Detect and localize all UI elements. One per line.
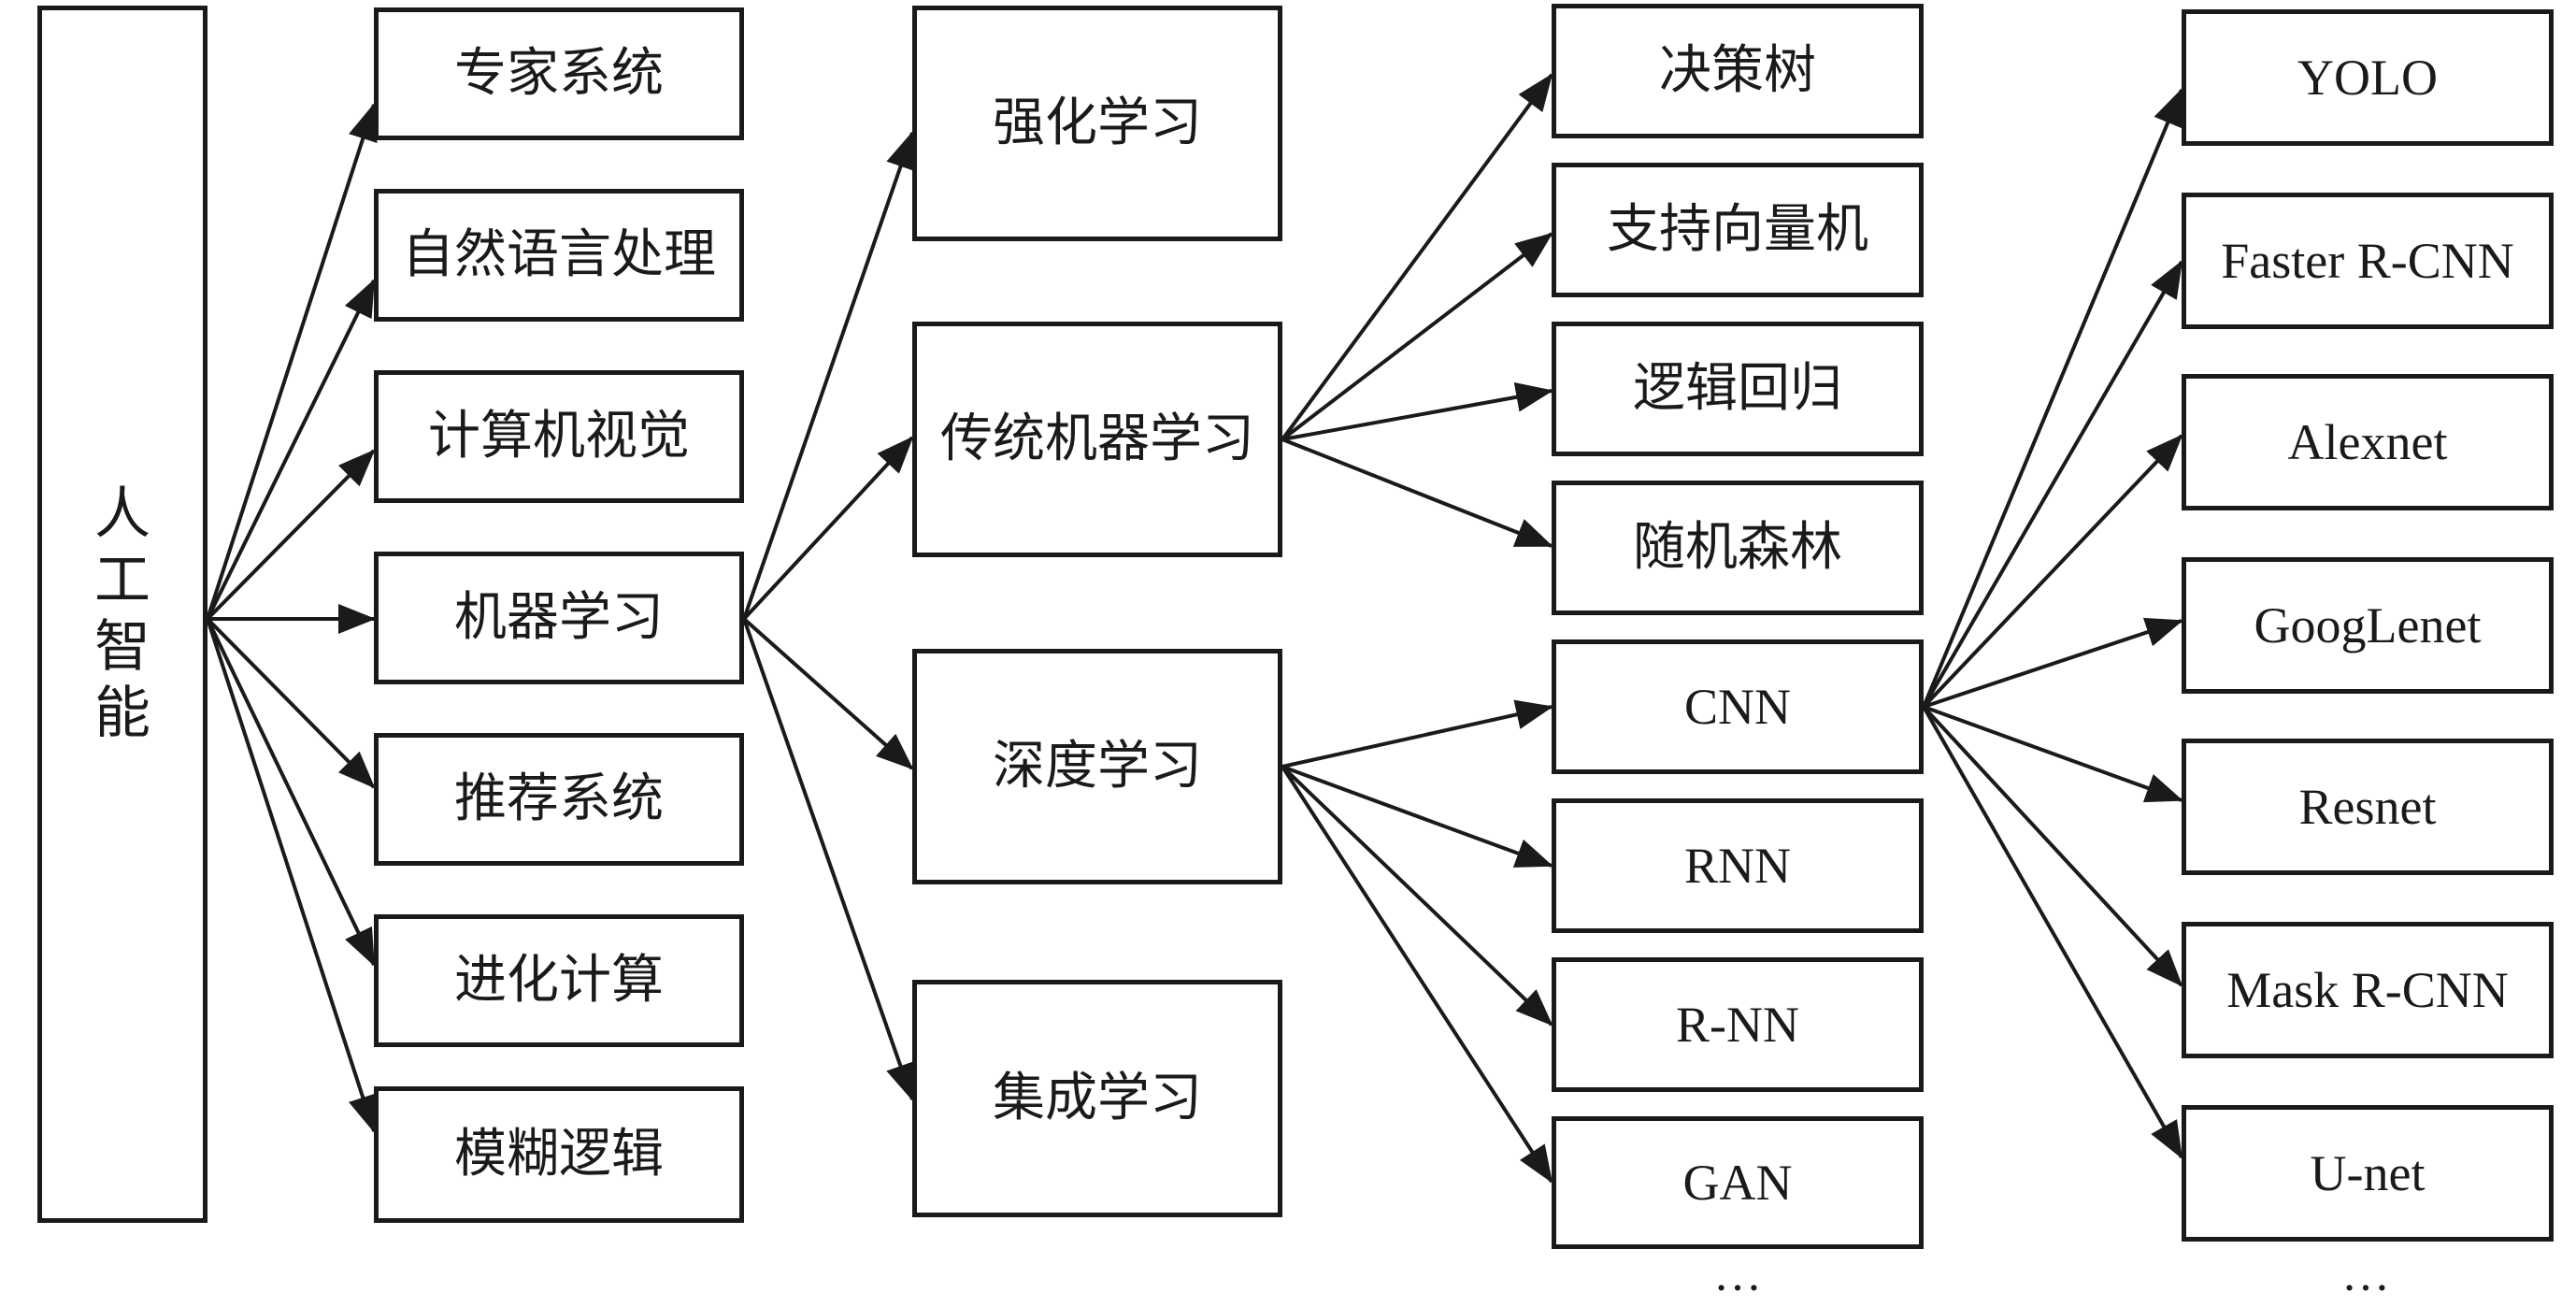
node-random-forest: 随机森林	[1552, 481, 1924, 615]
node-unet: U-net	[2182, 1105, 2554, 1242]
node-reinforcement-learning: 强化学习	[912, 6, 1282, 241]
node-label: 支持向量机	[1607, 199, 1868, 260]
node-label: 深度学习	[993, 736, 1202, 797]
arrow-traditional-to-algo-4	[1281, 438, 1553, 548]
arrow-traditional-to-algo-1	[1281, 73, 1553, 441]
node-yolo: YOLO	[2182, 9, 2554, 146]
node-decision-tree: 决策树	[1552, 4, 1924, 138]
arrow-cnn-to-model-7	[1922, 706, 2183, 1159]
node-fuzzy-logic: 模糊逻辑	[374, 1086, 744, 1223]
arrow-cnn-to-model-3	[1922, 434, 2183, 709]
node-label: 传统机器学习	[940, 409, 1254, 469]
node-traditional-ml: 传统机器学习	[912, 322, 1282, 557]
node-googlenet: GoogLenet	[2182, 557, 2554, 694]
arrow-deep-to-arch-3	[1281, 765, 1553, 1027]
cnn-models-more-ellipsis: …	[2341, 1248, 2392, 1301]
node-alexnet: Alexnet	[2182, 374, 2554, 510]
node-label: R-NN	[1676, 997, 1799, 1053]
arrow-ml-to-branch-3	[742, 617, 914, 770]
node-logistic-regression: 逻辑回归	[1552, 322, 1924, 456]
arrow-traditional-to-algo-3	[1281, 382, 1553, 441]
deep-learning-more-ellipsis: …	[1713, 1248, 1764, 1301]
node-label: GAN	[1682, 1155, 1793, 1211]
arrow-cnn-to-model-5	[1923, 705, 2183, 803]
node-label: RNN	[1683, 838, 1791, 894]
node-label: 强化学习	[993, 93, 1202, 153]
node-label: 机器学习	[454, 587, 664, 648]
node-label: U-net	[2310, 1145, 2426, 1201]
node-r-nn: R-NN	[1552, 957, 1924, 1092]
node-label: 专家系统	[454, 43, 664, 104]
node-label: 自然语言处理	[402, 224, 716, 285]
node-label: 随机森林	[1633, 517, 1842, 578]
arrow-ml-to-branch-1	[742, 131, 915, 620]
node-label: Mask R-CNN	[2226, 962, 2509, 1018]
node-computer-vision: 计算机视觉	[374, 370, 744, 503]
node-label: 集成学习	[993, 1068, 1202, 1128]
arrow-ai-to-field-3	[206, 449, 376, 621]
root-char-1: 人	[94, 481, 150, 548]
node-label: 模糊逻辑	[454, 1124, 664, 1185]
node-resnet: Resnet	[2182, 739, 2554, 875]
node-deep-learning: 深度学习	[912, 649, 1282, 884]
node-mask-rcnn: Mask R-CNN	[2182, 922, 2554, 1058]
arrow-traditional-to-algo-2	[1281, 232, 1553, 441]
node-expert-systems: 专家系统	[374, 7, 744, 140]
arrow-cnn-to-model-2	[1922, 260, 2183, 709]
arrow-deep-to-arch-4	[1281, 765, 1553, 1184]
node-label: 推荐系统	[454, 768, 664, 829]
node-evolutionary-computing: 进化计算	[374, 914, 744, 1047]
arrow-deep-to-arch-1	[1281, 699, 1553, 768]
node-label: Alexnet	[2287, 414, 2448, 470]
arrow-ai-to-field-2	[206, 279, 376, 620]
node-label: CNN	[1683, 679, 1791, 735]
root-char-2: 工	[94, 548, 150, 614]
arrow-cnn-to-model-1	[1922, 88, 2183, 708]
node-label: 计算机视觉	[428, 406, 690, 467]
node-ensemble-learning: 集成学习	[912, 980, 1282, 1217]
node-label: 决策树	[1659, 40, 1816, 101]
arrow-ai-to-field-6	[206, 618, 376, 967]
node-recommender-systems: 推荐系统	[374, 733, 744, 866]
root-char-4: 能	[94, 680, 150, 746]
arrow-cnn-to-model-4	[1923, 617, 2183, 709]
arrow-ai-to-field-7	[206, 618, 378, 1133]
arrow-ml-to-branch-4	[742, 618, 915, 1101]
arrow-cnn-to-model-6	[1922, 705, 2183, 987]
arrow-ai-to-field-5	[206, 617, 376, 789]
node-label: 进化计算	[454, 950, 664, 1011]
node-label: 逻辑回归	[1633, 358, 1842, 419]
root-char-3: 智	[94, 614, 150, 680]
node-rnn: RNN	[1552, 798, 1924, 933]
node-cnn: CNN	[1552, 639, 1924, 774]
arrow-deep-to-arch-2	[1281, 765, 1553, 868]
node-svm: 支持向量机	[1552, 163, 1924, 297]
node-faster-rcnn: Faster R-CNN	[2182, 193, 2554, 329]
node-label: Resnet	[2298, 779, 2437, 835]
node-machine-learning: 机器学习	[374, 552, 744, 684]
node-label: Faster R-CNN	[2221, 233, 2514, 289]
node-label: YOLO	[2297, 50, 2438, 106]
root-node-ai: 人 工 智 能	[37, 6, 208, 1223]
node-gan: GAN	[1552, 1116, 1924, 1249]
arrow-ai-to-field-1	[206, 103, 378, 620]
arrow-ml-to-branch-2	[742, 436, 914, 621]
node-nlp: 自然语言处理	[374, 189, 744, 322]
node-label: GoogLenet	[2254, 597, 2482, 654]
